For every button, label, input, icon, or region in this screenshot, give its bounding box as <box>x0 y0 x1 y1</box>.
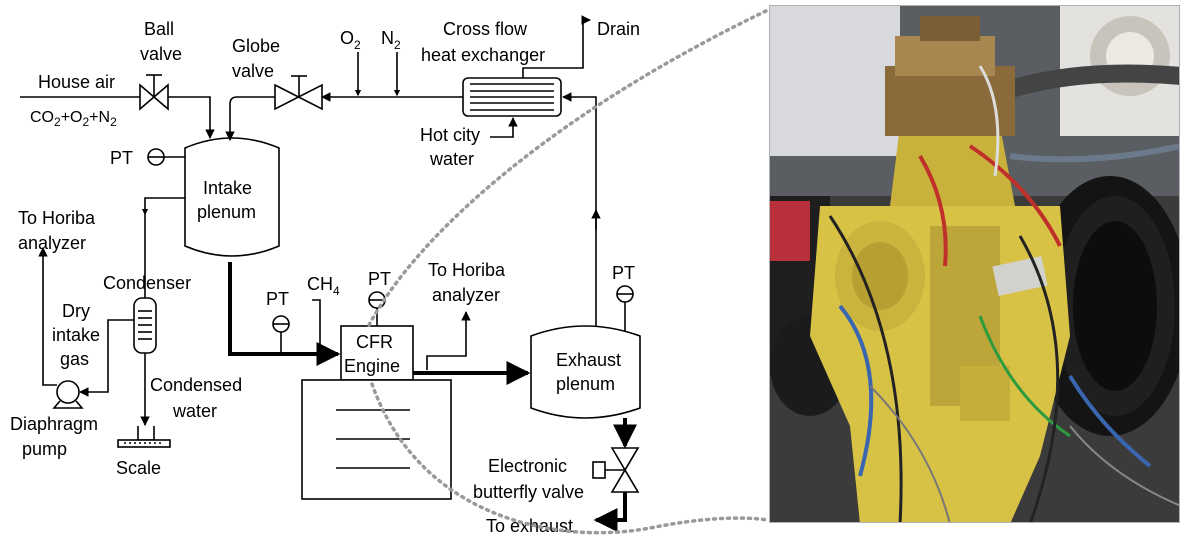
exhaust-pt-label: PT <box>612 263 635 283</box>
hot-water-label-2: water <box>429 149 474 169</box>
recirc-to-intake-pipe <box>230 97 275 140</box>
hx-label-1: Cross flow <box>443 19 528 39</box>
pump-to-horiba-line <box>43 248 57 385</box>
engine-label-1: CFR <box>356 332 393 352</box>
hot-water-label-1: Hot city <box>420 125 480 145</box>
hot-water-line <box>490 118 513 137</box>
house-air-composition: CO2+O2+N2 <box>30 109 117 129</box>
exhaust-recirc-line <box>563 97 596 330</box>
ball-valve-label-2: valve <box>140 44 182 64</box>
horiba-left-label-1: To Horiba <box>18 208 96 228</box>
intake-plenum-label-1: Intake <box>203 178 252 198</box>
dry-label-1: Dry <box>62 301 90 321</box>
engine-pressure-sensor <box>369 292 385 326</box>
exhaust-sample-line <box>427 312 466 370</box>
butterfly-label-2: butterfly valve <box>473 482 584 502</box>
condensed-label-1: Condensed <box>150 375 242 395</box>
condenser-label: Condenser <box>103 273 191 293</box>
horiba-right-label-2: analyzer <box>432 285 500 305</box>
globe-valve-label-1: Globe <box>232 36 280 56</box>
intake-pt-label: PT <box>110 148 133 168</box>
horiba-right-label-1: To Horiba <box>428 260 506 280</box>
globe-valve-label-2: valve <box>232 61 274 81</box>
to-exhaust-pipe <box>596 492 625 520</box>
dry-label-3: gas <box>60 349 89 369</box>
diaphragm-pump <box>54 381 82 408</box>
n2-label: N2 <box>381 28 401 52</box>
air-to-intake-pipe <box>168 97 210 138</box>
exhaust-label-1: Exhaust <box>556 350 621 370</box>
engine-photo-illustration <box>770 6 1180 523</box>
o2-label: O2 <box>340 28 361 52</box>
horiba-left-label-2: analyzer <box>18 233 86 253</box>
condensed-label-2: water <box>172 401 217 421</box>
exhaust-plenum <box>531 326 640 418</box>
hx-label-2: heat exchanger <box>421 45 545 65</box>
to-exhaust-label: To exhaust <box>486 516 573 536</box>
dry-label-2: intake <box>52 325 100 345</box>
sample-line <box>145 198 185 214</box>
condenser <box>134 298 156 353</box>
engine-photo <box>769 5 1180 523</box>
scale-label: Scale <box>116 458 161 478</box>
ch4-label: CH4 <box>307 274 340 298</box>
drain-label: Drain <box>597 19 640 39</box>
exhaust-pressure-sensor <box>617 286 633 332</box>
intake-pressure-sensor <box>148 149 185 165</box>
engine-label-2: Engine <box>344 356 400 376</box>
engine-intake-pressure-sensor <box>273 316 289 352</box>
ch4-injection <box>312 300 320 350</box>
globe-valve <box>275 76 322 109</box>
house-air-label: House air <box>38 72 115 92</box>
pump-label-2: pump <box>22 439 67 459</box>
butterfly-valve <box>593 448 638 492</box>
pump-label-1: Diaphragm <box>10 414 98 434</box>
butterfly-label-1: Electronic <box>488 456 567 476</box>
exhaust-label-2: plenum <box>556 374 615 394</box>
heat-exchanger <box>463 78 561 116</box>
intake-plenum-label-2: plenum <box>197 202 256 222</box>
ball-valve-label-1: Ball <box>144 19 174 39</box>
ball-valve <box>140 75 168 109</box>
engine-intake-pt-label: PT <box>266 289 289 309</box>
scale-icon <box>118 426 170 447</box>
engine-pt-label: PT <box>368 269 391 289</box>
